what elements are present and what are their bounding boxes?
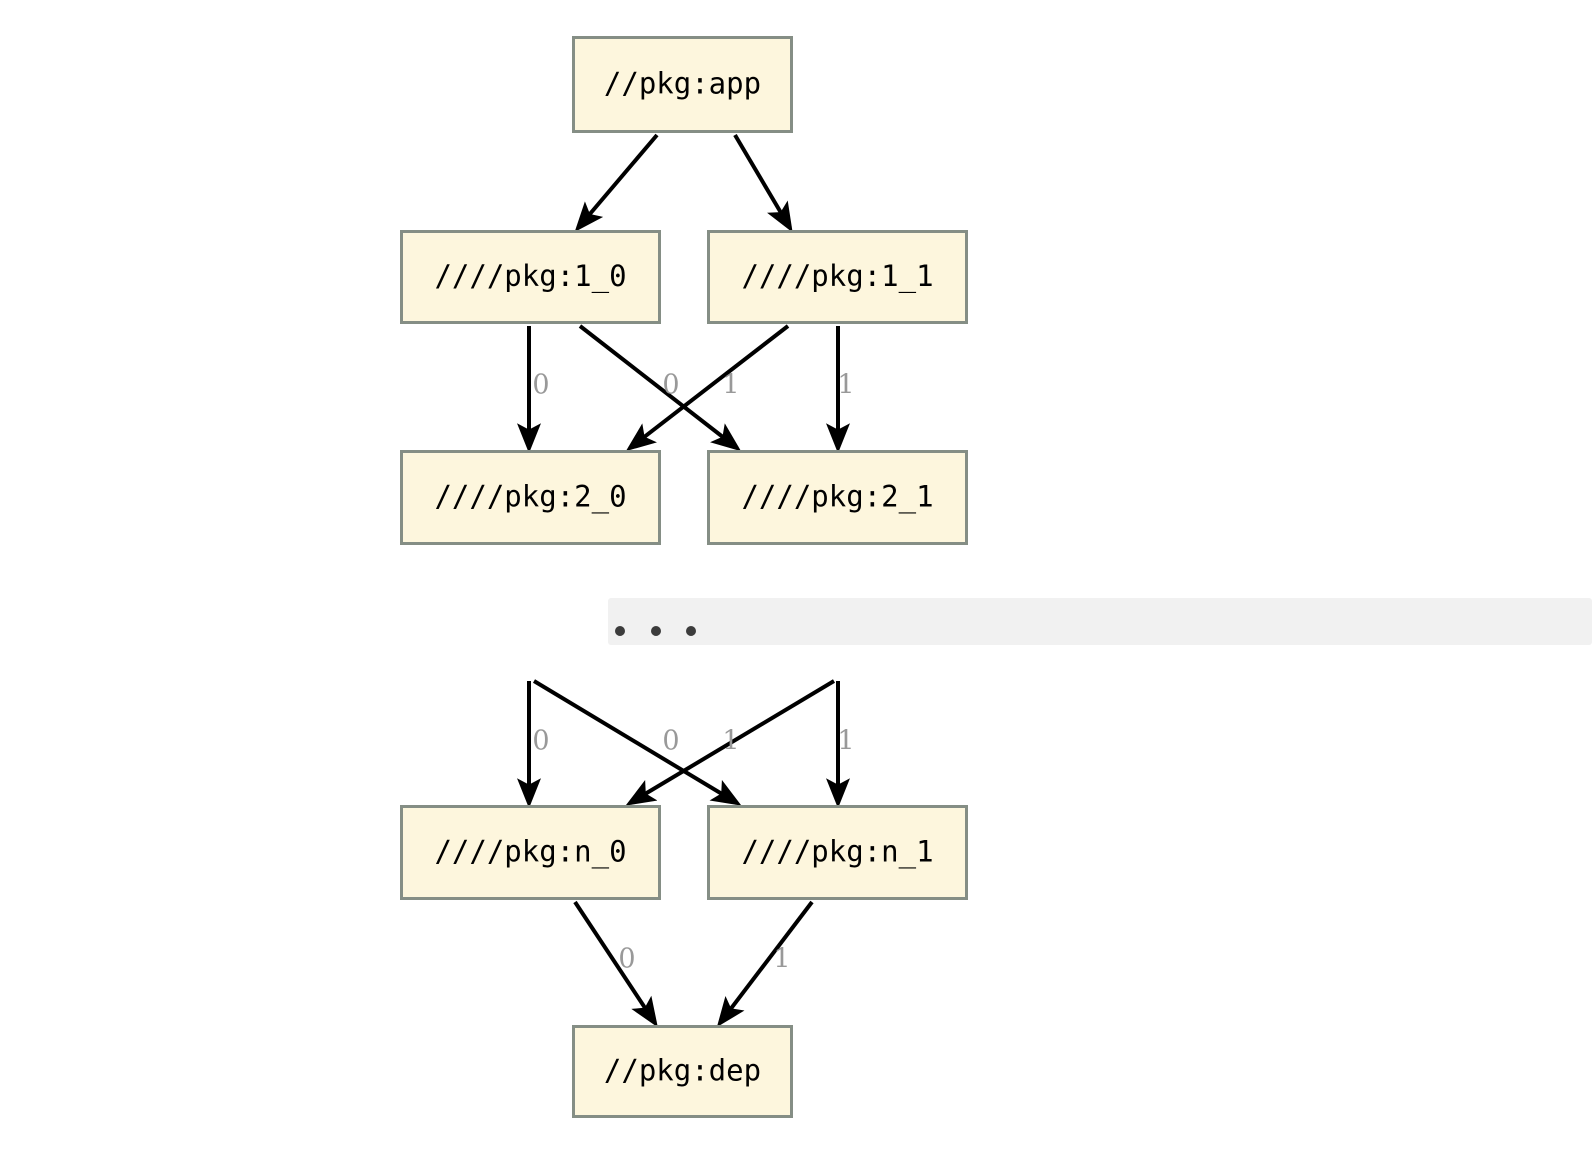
node-box[interactable] (572, 36, 793, 133)
edge-label: 1 (722, 726, 739, 757)
node-label: ////pkg:1_0 (434, 259, 626, 294)
graph-node-l2_1[interactable]: ////pkg:2_1 (707, 450, 968, 545)
node-label: ////pkg:2_0 (434, 480, 626, 515)
edge-label: 1 (773, 944, 790, 975)
graph-edge (578, 324, 742, 452)
edge-line (716, 900, 814, 1028)
node-box[interactable] (707, 805, 968, 900)
graph-edge (625, 679, 836, 806)
graph-edge (532, 679, 742, 806)
edge-label: 0 (532, 370, 549, 401)
graph-node-ln_1[interactable]: ////pkg:n_1 (707, 805, 968, 900)
node-box[interactable] (572, 1025, 793, 1118)
edge-label: 1 (837, 370, 854, 401)
edges-layer (517, 133, 850, 1028)
edge-label: 1 (837, 726, 854, 757)
graph-edge (625, 324, 790, 452)
ellipsis-dot (686, 626, 696, 636)
edge-line (625, 324, 790, 452)
node-box[interactable] (400, 805, 661, 900)
graph-edge (573, 900, 658, 1028)
edge-label: 0 (618, 944, 635, 975)
ellipsis-dot (615, 626, 625, 636)
edge-label: 1 (722, 370, 739, 401)
node-label: //pkg:app (604, 67, 761, 101)
edge-line (733, 133, 793, 233)
edge-line (574, 133, 659, 232)
ellipsis-dot (651, 626, 661, 636)
node-label: ////pkg:n_0 (434, 835, 626, 870)
node-box[interactable] (400, 450, 661, 545)
node-label: //pkg:dep (604, 1054, 761, 1088)
graph-node-l1_1[interactable]: ////pkg:1_1 (707, 230, 968, 324)
edge-line (532, 679, 742, 806)
edge-line (578, 324, 742, 452)
node-label: ////pkg:n_1 (741, 835, 933, 870)
ellipsis-band (608, 598, 1592, 645)
graph-edge (733, 133, 793, 233)
node-box[interactable] (707, 450, 968, 545)
graph-node-app[interactable]: //pkg:app (572, 36, 793, 133)
node-label: ////pkg:2_1 (741, 480, 933, 515)
graph-edge (716, 900, 814, 1028)
nodes-layer: //pkg:app ////pkg:1_0 ////pkg:1_1 ////pkg:2… (400, 36, 968, 1118)
graph-edge (574, 133, 659, 232)
edge-line (573, 900, 658, 1028)
graph-node-l1_0[interactable]: ////pkg:1_0 (400, 230, 661, 324)
edge-label: 0 (662, 370, 679, 401)
graph-node-dep[interactable]: //pkg:dep (572, 1025, 793, 1118)
edge-label: 0 (662, 726, 679, 757)
edge-line (625, 679, 836, 806)
edge-label: 0 (532, 726, 549, 757)
edge-labels-layer: 0 0 1 1 0 0 1 1 0 1 (532, 370, 854, 975)
node-box[interactable] (707, 230, 968, 324)
graph-node-l2_0[interactable]: ////pkg:2_0 (400, 450, 661, 545)
node-box[interactable] (400, 230, 661, 324)
ellipsis-layer (608, 598, 1592, 645)
graph-node-ln_0[interactable]: ////pkg:n_0 (400, 805, 661, 900)
node-label: ////pkg:1_1 (741, 259, 933, 294)
